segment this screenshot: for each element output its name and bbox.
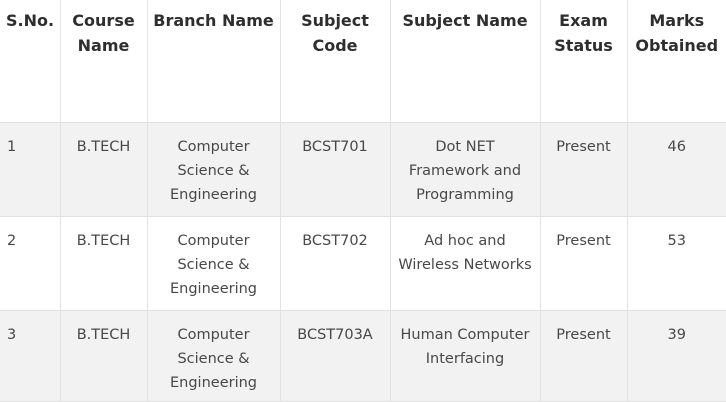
cell-exam-status: Present	[540, 310, 628, 402]
cell-branch-name: Computer Science & Engineering	[147, 122, 281, 217]
cell-subject-code: BCST701	[280, 122, 391, 217]
cell-subject-code: BCST702	[280, 216, 391, 311]
cell-exam-status: Present	[540, 216, 628, 311]
table-header: S.No. Course Name Branch Name Subject Co…	[0, 0, 726, 123]
cell-branch-name: Computer Science & Engineering	[147, 310, 281, 402]
cell-sno: 2	[0, 216, 61, 311]
cell-exam-status: Present	[540, 122, 628, 217]
cell-subject-code: BCST703A	[280, 310, 391, 402]
header-branch-name: Branch Name	[147, 0, 281, 123]
table-body: 1 B.TECH Computer Science & Engineering …	[0, 122, 726, 402]
header-sno: S.No.	[0, 0, 61, 123]
cell-course-name: B.TECH	[60, 216, 148, 311]
cell-subject-name: Dot NET Framework and Programming	[390, 122, 541, 217]
header-marks-obtained: Marks Obtained	[627, 0, 726, 123]
header-exam-status: Exam Status	[540, 0, 628, 123]
header-subject-name: Subject Name	[390, 0, 541, 123]
header-row: S.No. Course Name Branch Name Subject Co…	[0, 0, 726, 123]
cell-sno: 3	[0, 310, 61, 402]
cell-sno: 1	[0, 122, 61, 217]
cell-marks-obtained: 46	[627, 122, 726, 217]
cell-marks-obtained: 53	[627, 216, 726, 311]
cell-course-name: B.TECH	[60, 122, 148, 217]
cell-course-name: B.TECH	[60, 310, 148, 402]
cell-branch-name: Computer Science & Engineering	[147, 216, 281, 311]
table-row: 2 B.TECH Computer Science & Engineering …	[0, 216, 726, 311]
header-course-name: Course Name	[60, 0, 148, 123]
cell-subject-name: Human Computer Interfacing	[390, 310, 541, 402]
header-subject-code: Subject Code	[280, 0, 391, 123]
cell-subject-name: Ad hoc and Wireless Networks	[390, 216, 541, 311]
cell-marks-obtained: 39	[627, 310, 726, 402]
table-row: 1 B.TECH Computer Science & Engineering …	[0, 122, 726, 217]
table-row: 3 B.TECH Computer Science & Engineering …	[0, 310, 726, 402]
